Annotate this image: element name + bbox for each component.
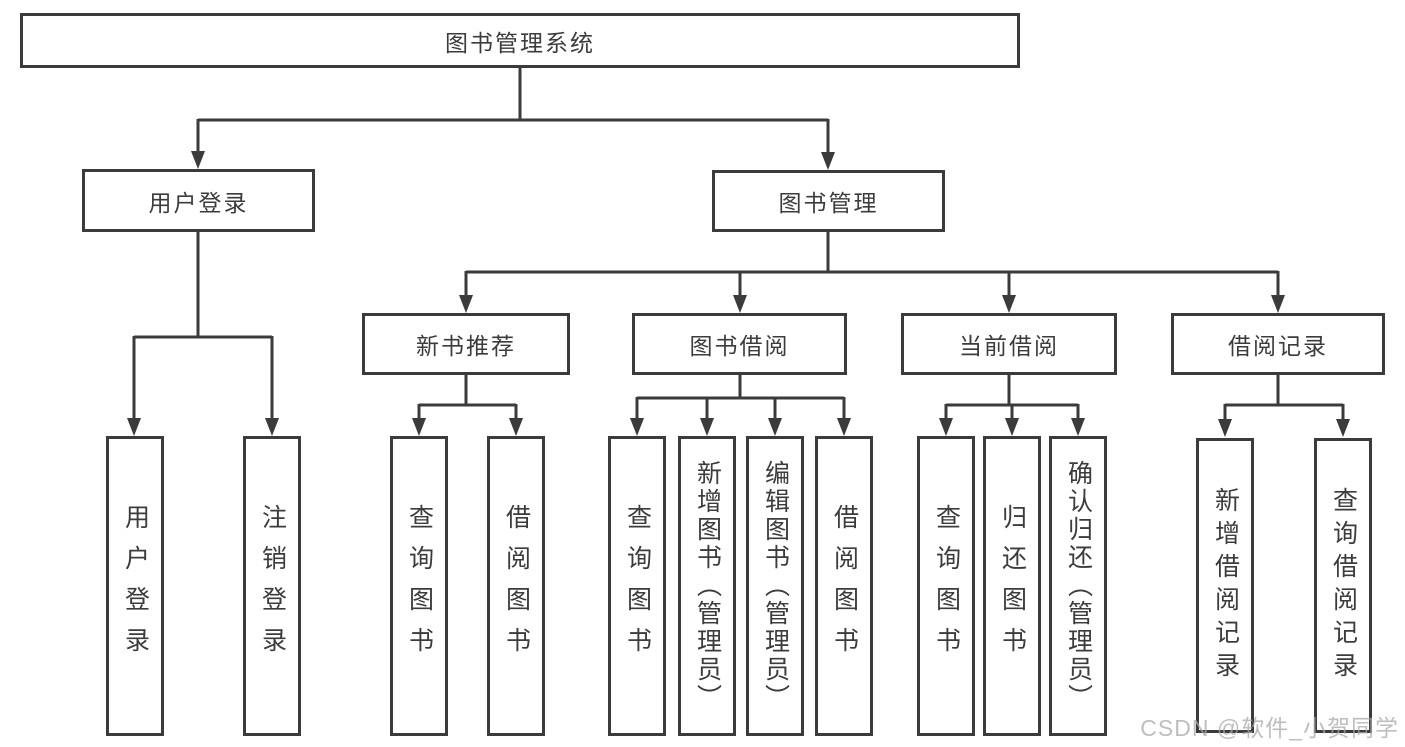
node-label: 用户登录 bbox=[148, 189, 249, 216]
leaf-return-books: 归还图书 bbox=[983, 436, 1041, 736]
node-label: 查询图书 bbox=[932, 504, 961, 668]
node-label: 归还图书 bbox=[998, 504, 1027, 668]
node-label: 新书推荐 bbox=[416, 333, 516, 359]
leaf-query-books-borrowing: 查询图书 bbox=[608, 436, 666, 736]
leaf-logout: 注销登录 bbox=[243, 436, 301, 736]
node-borrow-records: 借阅记录 bbox=[1171, 313, 1385, 375]
node-current-borrowing: 当前借阅 bbox=[901, 313, 1117, 375]
leaf-borrow-books: 借阅图书 bbox=[815, 436, 873, 736]
leaf-query-borrow-record: 查询借阅记录 bbox=[1314, 438, 1372, 733]
leaf-query-books-current: 查询图书 bbox=[917, 436, 975, 736]
node-label: 新增借阅记录 bbox=[1211, 486, 1240, 685]
node-label: 借阅记录 bbox=[1228, 333, 1328, 359]
node-label: 借阅图书 bbox=[502, 504, 531, 668]
node-label: 图书借阅 bbox=[689, 333, 790, 359]
node-label: 查询图书 bbox=[405, 504, 434, 668]
node-label: 编辑图书（管理员） bbox=[761, 460, 790, 712]
node-label: 图书管理 bbox=[778, 190, 879, 216]
node-label: 借阅图书 bbox=[830, 504, 859, 668]
leaf-add-books-admin: 新增图书（管理员） bbox=[678, 436, 736, 736]
leaf-query-books-recommend: 查询图书 bbox=[390, 436, 448, 736]
node-user-login: 用户登录 bbox=[82, 169, 315, 232]
node-label: 注销登录 bbox=[258, 504, 287, 668]
node-label: 确认归还（管理员） bbox=[1064, 460, 1093, 712]
csdn-watermark: CSDN @软件_小贺同学 bbox=[1140, 715, 1399, 741]
node-label: 用户登录 bbox=[121, 504, 150, 668]
node-label: 查询图书 bbox=[623, 504, 652, 668]
node-label: 新增图书（管理员） bbox=[693, 460, 722, 712]
node-label: 查询借阅记录 bbox=[1329, 486, 1358, 685]
leaf-confirm-return-admin: 确认归还（管理员） bbox=[1049, 436, 1107, 736]
node-book-borrowing: 图书借阅 bbox=[632, 313, 847, 375]
leaf-borrow-books-recommend: 借阅图书 bbox=[487, 436, 545, 736]
leaf-edit-books-admin: 编辑图书（管理员） bbox=[746, 436, 804, 736]
leaf-add-borrow-record: 新增借阅记录 bbox=[1196, 438, 1254, 733]
leaf-user-login: 用户登录 bbox=[106, 436, 164, 736]
node-new-book-recommend: 新书推荐 bbox=[362, 313, 570, 375]
node-book-management: 图书管理 bbox=[712, 170, 945, 232]
node-root-library-management-system: 图书管理系统 bbox=[20, 13, 1020, 68]
node-label: 当前借阅 bbox=[959, 333, 1059, 359]
node-label: 图书管理系统 bbox=[445, 29, 595, 56]
